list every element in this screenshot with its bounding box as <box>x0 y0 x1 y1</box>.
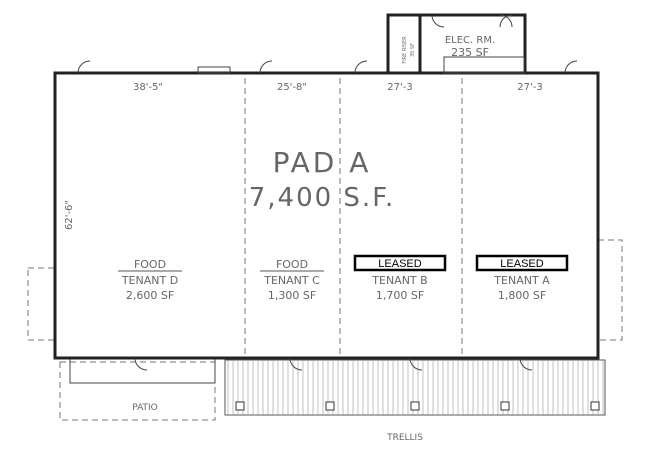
pad-title: PAD A <box>273 146 372 179</box>
tenant-area: 1,300 SF <box>268 289 316 302</box>
tenant-name: TENANT B <box>371 274 427 287</box>
patio-outline <box>59 361 216 421</box>
tenant-b: LEASED TENANT B 1,700 SF <box>353 254 447 302</box>
tenant-name: TENANT C <box>263 274 320 287</box>
door-icon <box>431 14 513 28</box>
trellis-outline <box>224 359 606 416</box>
tenant-name: TENANT A <box>493 274 550 287</box>
left-side-box <box>27 267 56 341</box>
column-icon <box>590 401 600 411</box>
tenant-tag: LEASED <box>500 258 543 270</box>
elec-room-area: 235 SF <box>451 46 489 59</box>
door-icon <box>259 60 273 74</box>
electrical-panels <box>443 56 525 74</box>
trellis-area <box>224 359 606 416</box>
dim-tenant-d: 38'-5" <box>133 82 163 93</box>
tenant-tag: LEASED <box>378 258 421 270</box>
column-icon <box>325 401 335 411</box>
tenant-name: TENANT D <box>121 274 178 287</box>
tenant-tag: FOOD <box>134 258 166 271</box>
tenant-a: LEASED TENANT A 1,800 SF <box>475 254 569 302</box>
fire-riser-area: 35 SF <box>410 43 416 57</box>
door-icon <box>289 357 303 371</box>
column-icon <box>500 401 510 411</box>
door-icon <box>409 357 423 371</box>
tenant-tag: FOOD <box>276 258 308 271</box>
leased-badge <box>353 254 447 272</box>
pad-area: 7,400 S.F. <box>249 183 396 213</box>
fire-riser-label: FIRE RISER <box>402 36 408 64</box>
building-outline <box>53 71 600 360</box>
dim-depth: 62'-6" <box>64 200 75 230</box>
dim-tenant-a: 27'-3 <box>517 82 542 93</box>
meters <box>197 66 231 74</box>
right-side-box <box>597 239 623 341</box>
column-icon <box>235 401 245 411</box>
door-icon <box>134 357 148 371</box>
tenant-area: 1,700 SF <box>376 289 424 302</box>
dim-tenant-b: 27'-3 <box>387 82 412 93</box>
patio-label: PATIO <box>132 403 158 413</box>
door-icon <box>77 60 91 74</box>
tenant-area: 2,600 SF <box>126 289 174 302</box>
door-icon <box>564 60 578 74</box>
trellis-label: TRELLIS <box>386 433 423 443</box>
dim-tenant-c: 25'-8" <box>277 82 307 93</box>
door-icon <box>519 357 533 371</box>
tenant-c: FOOD TENANT C 1,300 SF <box>260 258 324 302</box>
column-icon <box>410 401 420 411</box>
tenant-area: 1,800 SF <box>498 289 546 302</box>
elec-room-label: ELEC. RM. <box>445 35 495 46</box>
leased-badge <box>475 254 569 272</box>
door-icon <box>354 60 368 74</box>
tenant-d: FOOD TENANT D 2,600 SF <box>118 258 182 302</box>
